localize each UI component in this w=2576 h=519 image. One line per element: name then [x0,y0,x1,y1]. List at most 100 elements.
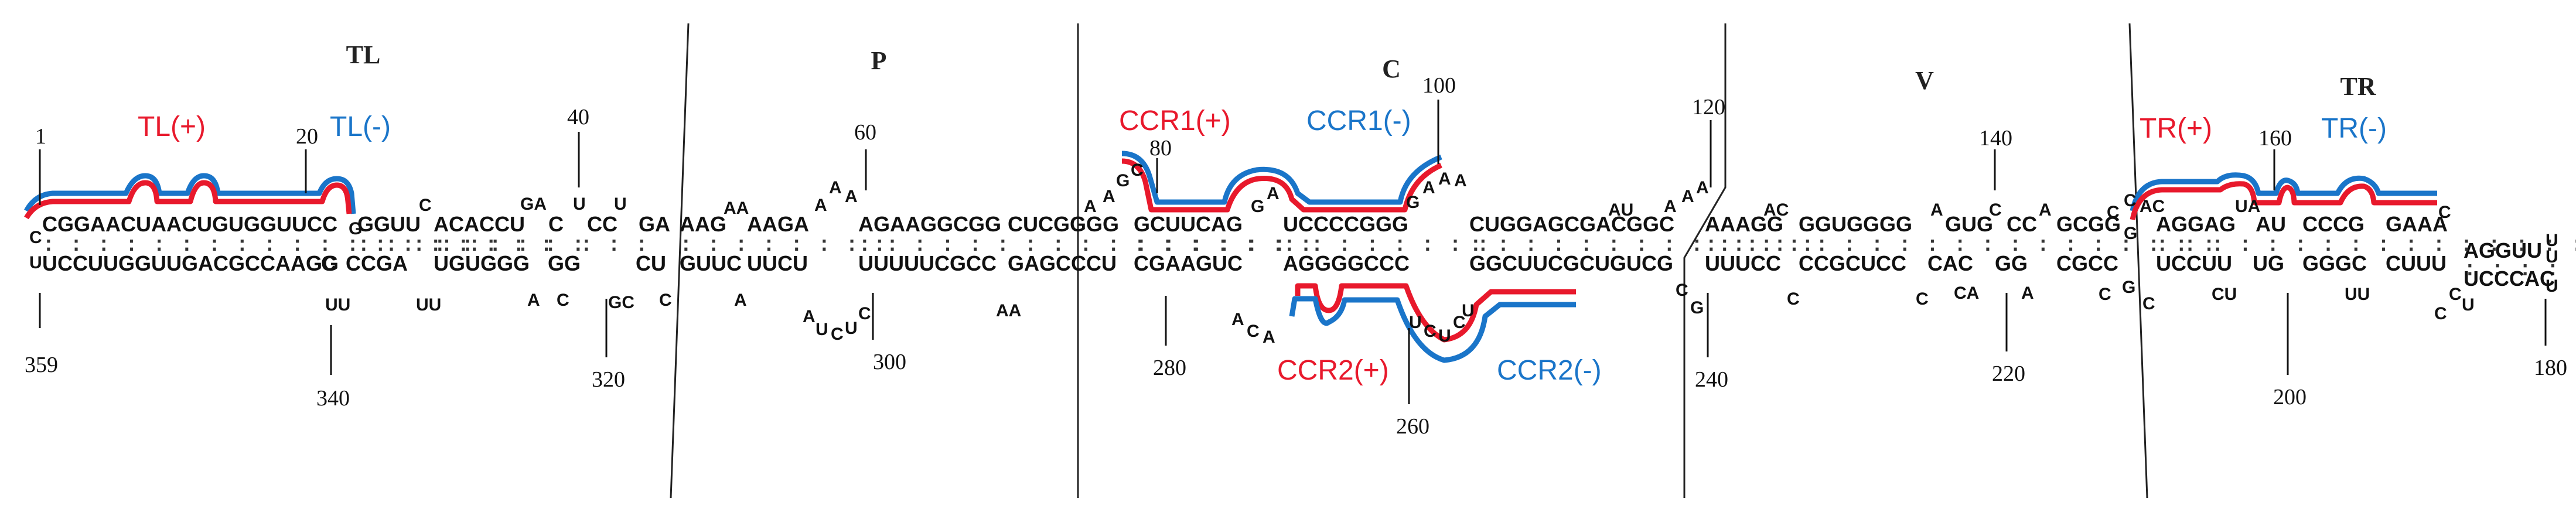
loop-nucleotide-25: A [1084,197,1097,216]
top-seg-23: AGGUU [2464,238,2542,262]
pos-260: 260 [1396,414,1429,439]
pos-40: 40 [567,105,589,129]
loop-nucleotide-43: AU [1608,200,1633,220]
ccr2-minus-path [1289,296,1576,363]
pos-359: 359 [25,353,58,377]
loop-nucleotide-23: C [858,304,871,323]
loop-nucleotides: C U G C GA U U UU UU A C GC C AA A A A A… [29,161,2558,347]
loop-nucleotide-58: A [2021,284,2034,303]
loop-nucleotide-70: C [2449,285,2462,304]
bottom-seg-17: GG [1995,251,2028,275]
loop-nucleotide-13: C [659,291,672,310]
svg-text:: : : : : : :: : : : : : : : [1134,233,1313,257]
region-labels: TL(+) TL(-) CCR1(+) CCR1(-) CCR2(+) CCR2… [138,105,2387,386]
pos-60: 60 [854,120,876,145]
loop-nucleotide-4: C [419,196,432,215]
loop-nucleotide-45: A [1681,187,1694,206]
loop-nucleotide-41: C [1453,313,1466,332]
loop-nucleotide-44: A [1664,197,1677,216]
pos-160: 160 [2258,126,2292,151]
domain-label-tr: TR [2340,72,2376,101]
top-seg-14: AAAGG [1705,212,1783,236]
top-strand: CGGAACUAACUGUGGUUCC GGUU ACACCU C CC GA … [42,212,2542,262]
loop-nucleotide-14: AA [724,199,749,218]
ccr2-plus-label: CCR2(+) [1277,355,1389,386]
ccr2-minus-label: CCR2(-) [1497,355,1602,386]
bottom-seg-13: GGCUUCGCUGUCG [1469,251,1673,275]
domain-label-c: C [1382,54,1401,83]
loop-nucleotide-30: A [1267,184,1280,203]
strand-highlights [24,151,2437,363]
svg-text:: : : : : : : : : : : : : : :: : : : : : : : : : : : : : : : : : : : [1705,233,2216,257]
pos-120: 120 [1692,95,1725,119]
bottom-seg-3: CCGA [346,251,408,275]
ccr2-plus-path [1295,283,1576,343]
pos-340: 340 [316,386,350,411]
loop-nucleotide-53: C [2107,203,2120,222]
loop-nucleotide-48: G [1690,298,1704,317]
top-seg-15: GGUGGGG [1799,212,1912,236]
bottom-seg-19: UCCUU [2156,251,2232,275]
bottom-seg-14: UUUCC [1705,251,1781,275]
bottom-seg-12: AGGGGCCC [1283,251,1410,275]
top-seg-19: AGGAG [2156,212,2236,236]
loop-nucleotide-19: A [803,307,816,326]
loop-nucleotide-42: U [1462,301,1475,320]
loop-nucleotide-46: A [1696,178,1709,197]
loop-nucleotide-61: G [2124,224,2137,243]
bottom-seg-16: CAC [1927,251,1973,275]
loop-nucleotide-37: A [1263,327,1275,347]
loop-nucleotide-49: AC [1763,200,1789,220]
ccr1-plus-path [1121,158,1442,213]
domain-label-v: V [1915,66,1934,95]
top-seg-16: GUG [1945,212,1993,236]
pos-20: 20 [296,124,318,149]
top-seg-6: GA [639,212,670,236]
domain-label-p: P [871,46,887,75]
loop-nucleotide-10: A [527,291,540,310]
loop-nucleotide-11: C [557,291,569,310]
svg-text:: : : : : : : : : : : : : : :: : : : : : : : : : : : : : : : : : : : [42,233,554,257]
loop-nucleotide-8: UU [325,295,350,315]
top-seg-4: C [548,212,564,236]
loop-nucleotide-73: U [2546,276,2558,296]
top-seg-7: AAG [680,212,726,236]
loop-nucleotide-28: C [1131,161,1144,180]
top-seg-9: AGAAGGCGG [858,212,1001,236]
bottom-seg-21: GGGC [2302,251,2367,275]
svg-text:: : :: : : : [580,233,649,257]
loop-nucleotide-35: A [1231,310,1244,329]
loop-nucleotide-56: C [1916,289,1929,309]
pos-280: 280 [1153,356,1186,380]
loop-nucleotide-29: G [1251,197,1264,216]
top-seg-22: GAAA [2386,212,2448,236]
loop-nucleotide-64: CU [2212,285,2237,304]
loop-nucleotide-6: U [573,194,586,214]
loop-nucleotide-7: U [614,194,627,214]
loop-nucleotide-39: C [1424,322,1437,341]
tr-plus-path [2130,181,2437,220]
loop-nucleotide-26: A [1103,187,1115,206]
bottom-seg-11: CGAAGUC [1134,251,1243,275]
position-ticks [39,100,2547,404]
tl-plus-path [24,180,352,220]
loop-nucleotide-36: C [1247,322,1260,341]
top-seg-10: CUCGGGG [1008,212,1119,236]
tl-minus-label: TL(-) [330,111,391,142]
loop-nucleotide-31: G [1406,193,1420,212]
pos-200: 200 [2273,385,2307,409]
top-seg-17: CC [2007,212,2037,236]
domain-labels: TL P C V TR [346,40,2377,101]
domain-label-tl: TL [346,40,381,69]
loop-nucleotide-63: C [2142,294,2155,313]
svg-text:: : : : : : : : : : : : : : :: : : : : : : : : : : : : : : : : [858,233,1287,257]
loop-nucleotide-72: C [2434,304,2447,323]
ccr1-minus-label: CCR1(-) [1306,105,1411,136]
top-seg-1: CGGAACUAACUGUGGUUCC [42,212,337,236]
base-pair-dots: : : : : : : : : : : : : : : : : : : : : … [42,233,2576,282]
svg-text:: : : : : : : : : : : : : : :: : : : : : : : : : : : : : : : : [2156,233,2576,257]
boundary-v-tr [2128,23,2148,498]
pos-180: 180 [2534,356,2567,380]
boundary-c-v [1683,23,1727,498]
domain-boundaries [670,23,2148,498]
